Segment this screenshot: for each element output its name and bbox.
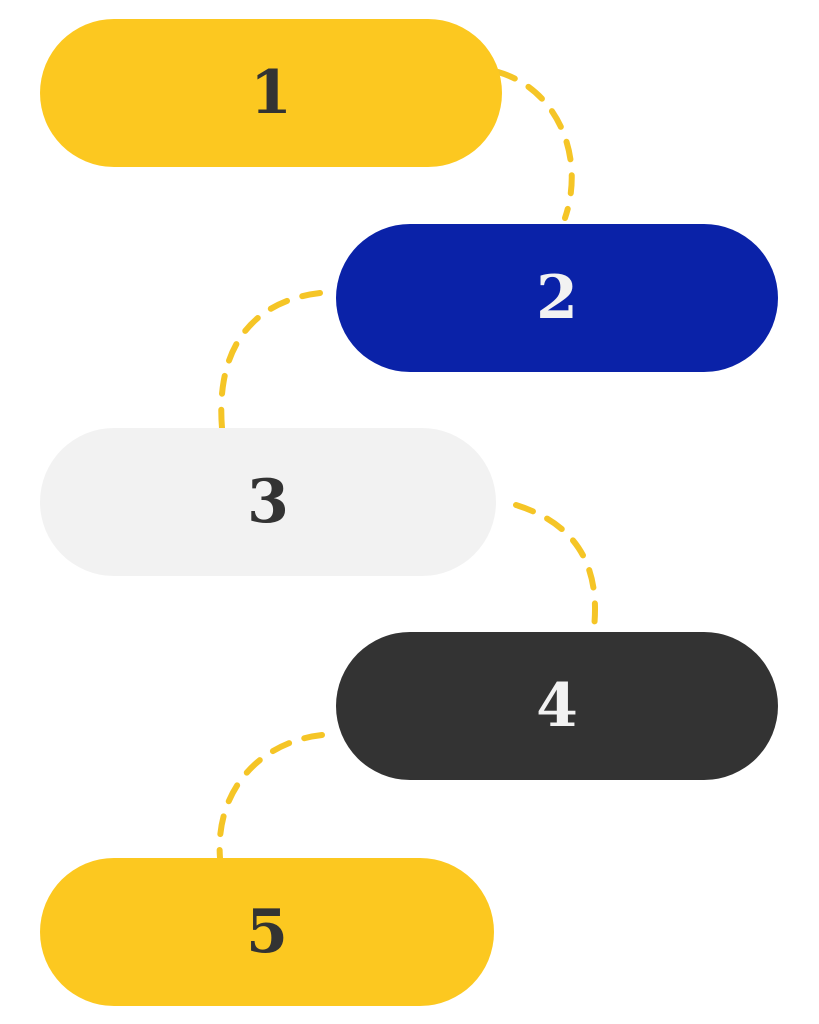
step-1-label: 1: [250, 58, 292, 128]
step-4-pill: 4: [336, 632, 778, 780]
step-4-label: 4: [536, 671, 578, 741]
step-3-pill: 3: [40, 428, 496, 576]
connector-2-to-3: [218, 290, 323, 431]
connector-3-to-4: [513, 502, 598, 631]
step-3-label: 3: [247, 467, 289, 537]
step-5-pill: 5: [40, 858, 494, 1006]
step-2-label: 2: [536, 263, 578, 333]
connector-1-to-2: [495, 69, 575, 221]
step-2-pill: 2: [336, 224, 778, 372]
connector-4-to-5: [216, 732, 325, 861]
step-1-pill: 1: [40, 19, 502, 167]
step-5-label: 5: [246, 897, 288, 967]
